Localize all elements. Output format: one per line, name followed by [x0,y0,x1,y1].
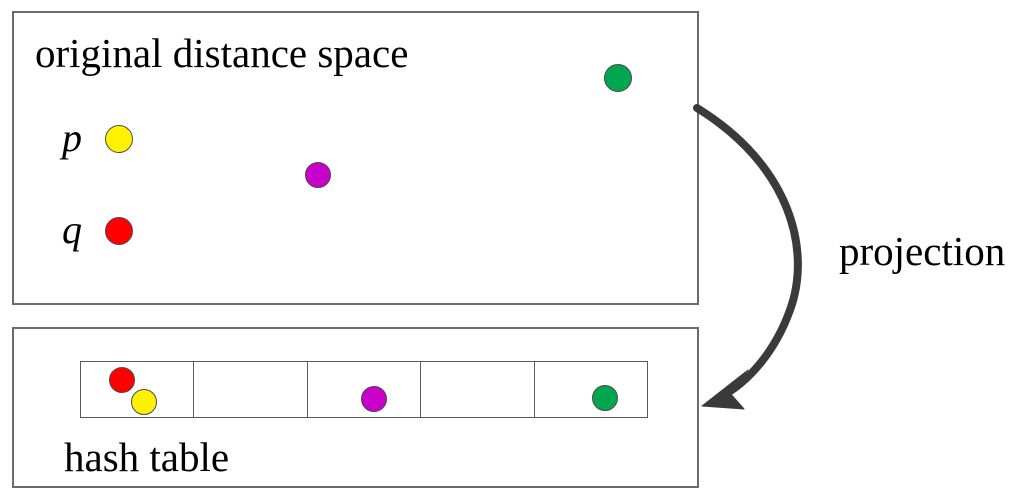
original-distance-space-caption: original distance space [35,30,409,76]
hash-point-green [591,385,618,411]
hash-point-p [131,389,157,415]
projection-arrow-curve [693,104,802,400]
hash-bucket-1[interactable] [81,362,195,417]
point-label-q: q [62,207,82,252]
hash-bucket-3[interactable] [308,362,422,417]
projection-label: projection [839,228,1006,274]
space-point-green [604,64,632,92]
hash-table-row [80,361,648,418]
hash-bucket-5[interactable] [535,362,647,417]
space-point-p [105,125,133,153]
hash-point-magenta [360,386,387,412]
hash-bucket-2[interactable] [194,362,308,417]
hash-table-box [12,327,699,488]
point-label-p: p [62,115,82,160]
hash-table-caption: hash table [64,434,230,480]
hash-point-q [109,367,135,393]
hash-bucket-4[interactable] [421,362,535,417]
projection-arrow-head [701,369,749,410]
space-point-q [105,217,133,245]
space-point-magenta [305,162,331,188]
